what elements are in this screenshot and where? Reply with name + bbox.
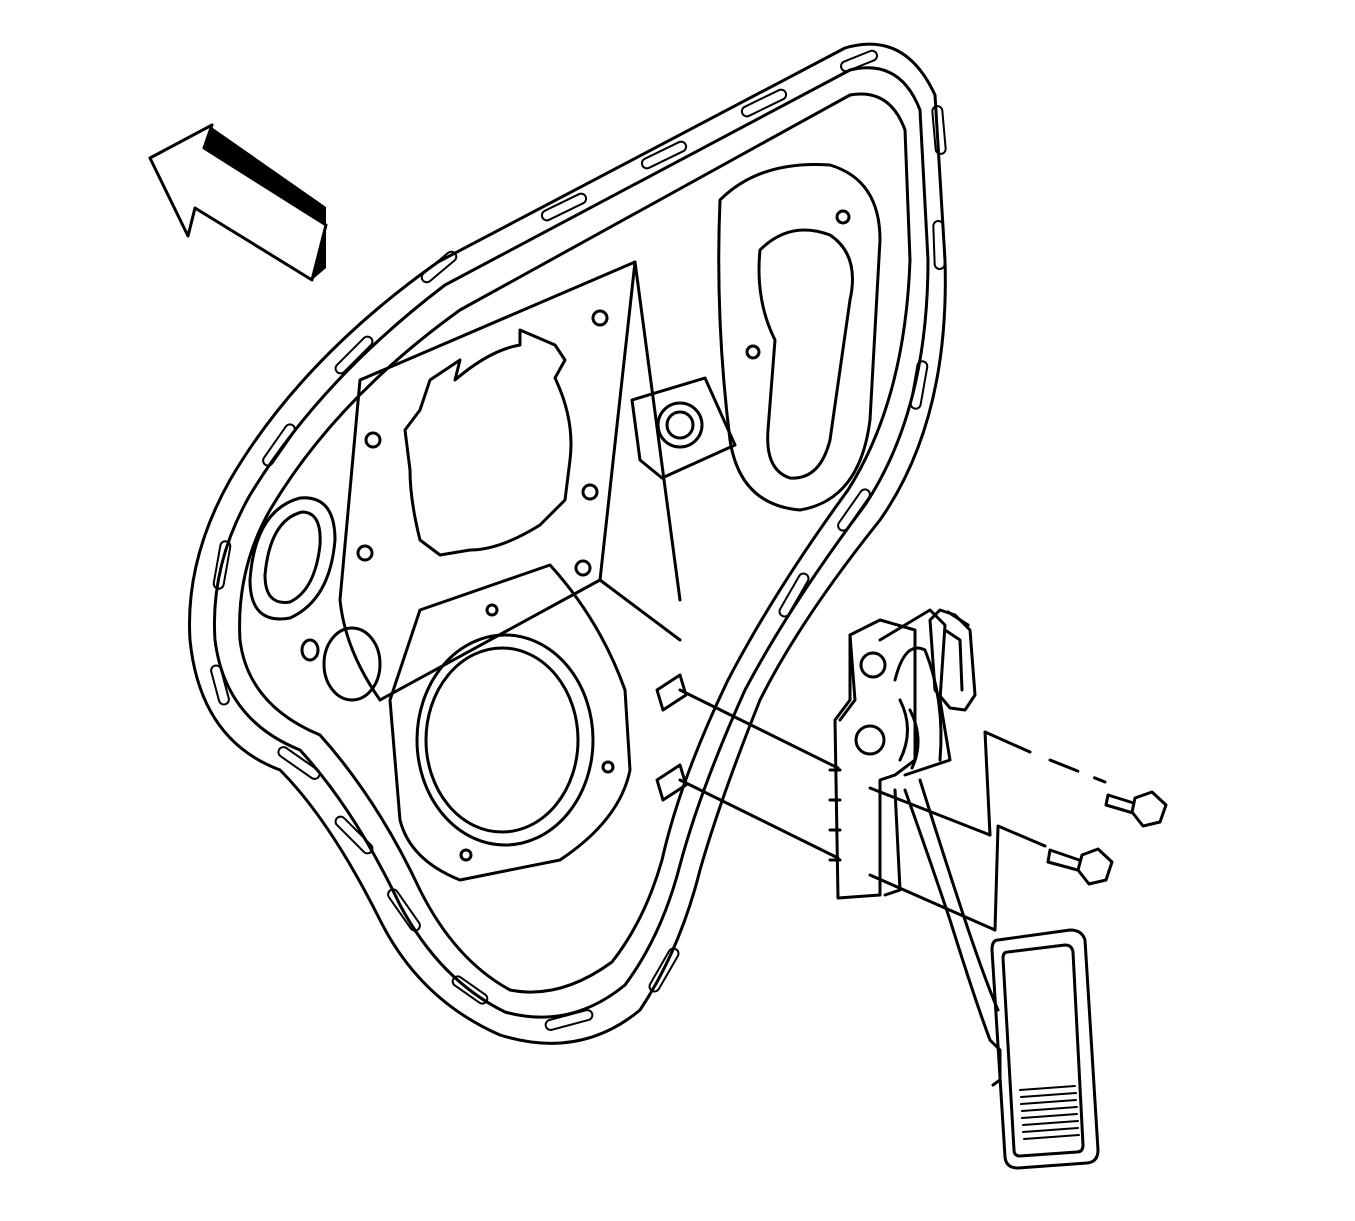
- flange-slots: [210, 49, 947, 1031]
- dash-panel: [188, 42, 947, 1045]
- pedal-grip-lines: [1019, 1085, 1080, 1140]
- lower-plate: [388, 563, 632, 882]
- left-openings: [248, 496, 382, 702]
- sensor-connector: [928, 608, 977, 712]
- upper-opening: [717, 162, 882, 512]
- upper-plate: [338, 260, 682, 702]
- mounting-studs: [655, 673, 688, 802]
- pedal-bracket: [828, 608, 1000, 1042]
- mounting-bolt-upper: [1104, 790, 1168, 828]
- stud-leader-lines: [678, 688, 1107, 932]
- center-boss: [630, 376, 737, 480]
- mounting-bolt-lower: [1046, 847, 1114, 886]
- pedal-pad: [988, 928, 1100, 1170]
- direction-arrow: [148, 123, 328, 282]
